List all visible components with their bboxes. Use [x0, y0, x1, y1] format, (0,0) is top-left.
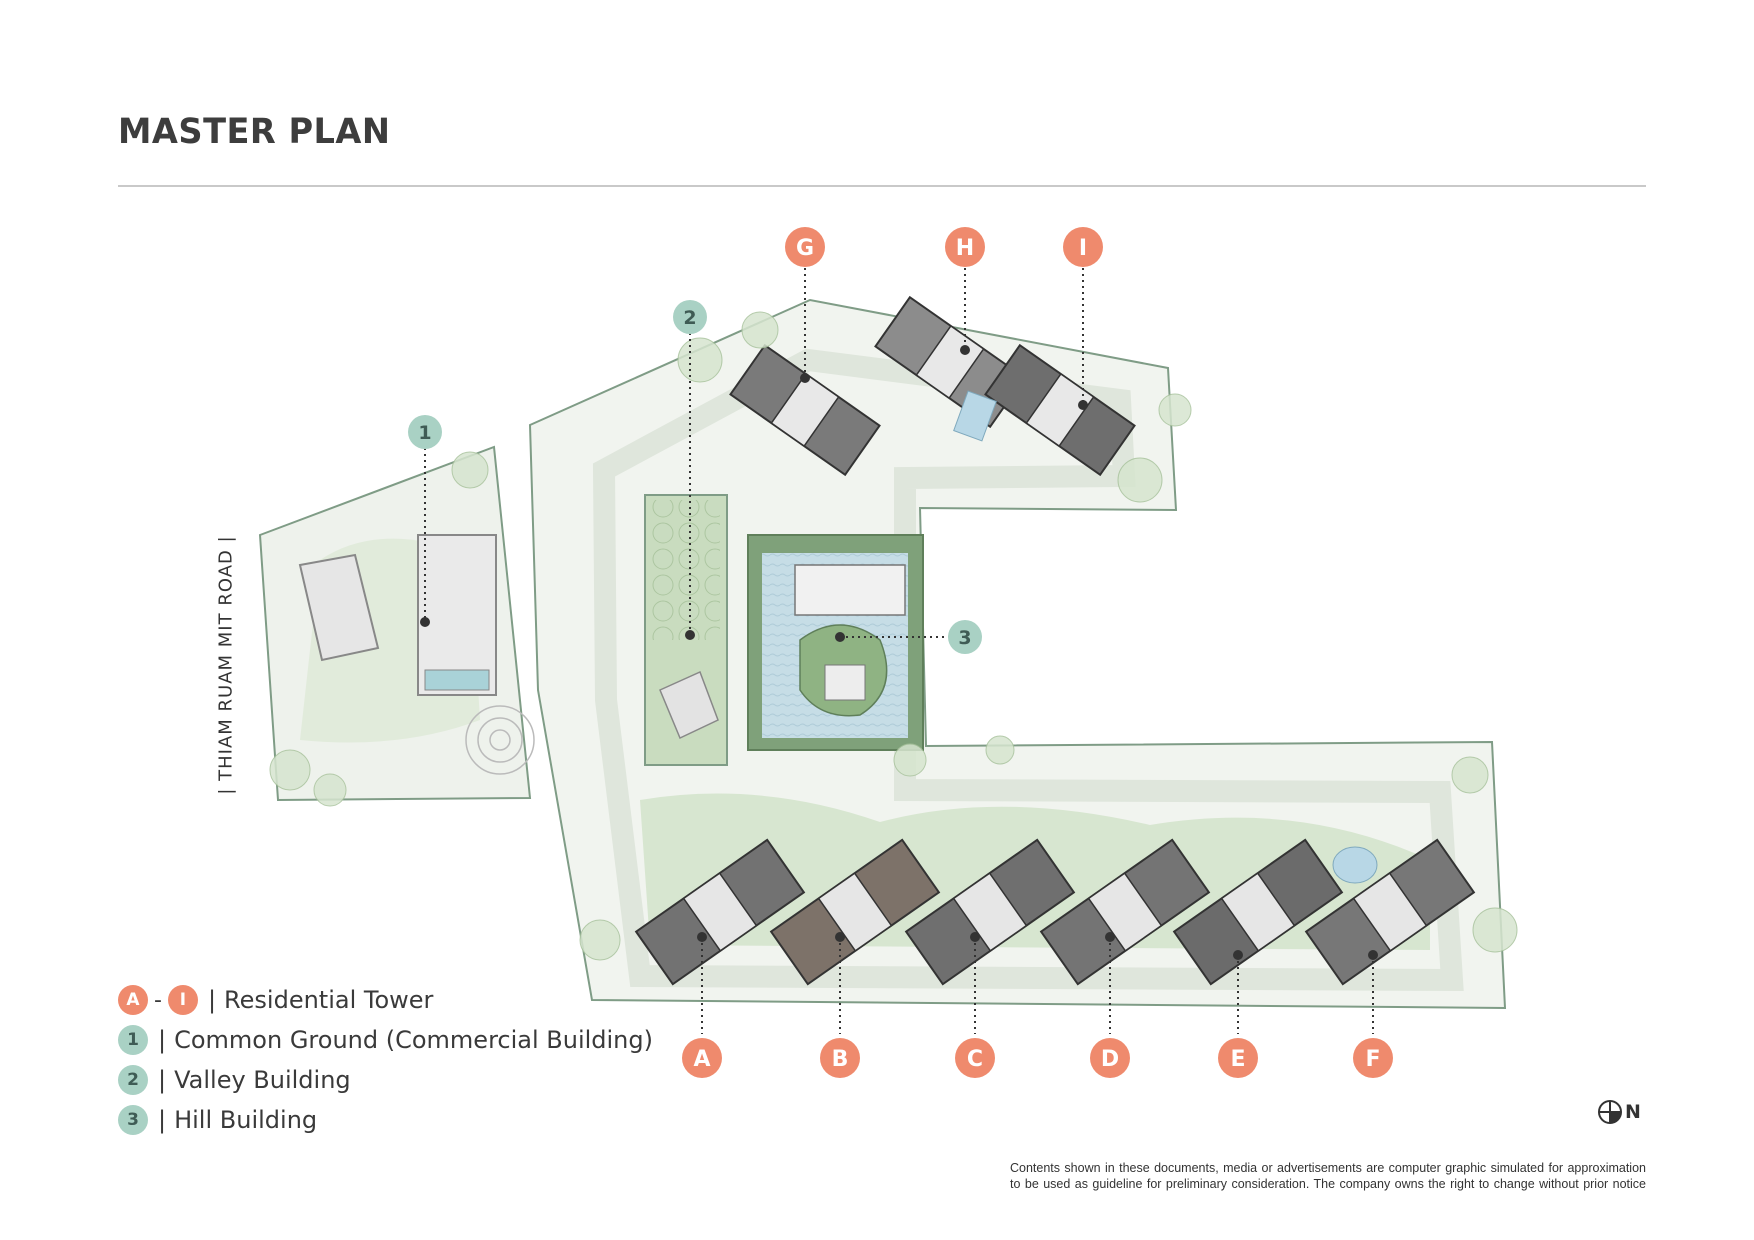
legend-row-valley: 2 | Valley Building	[118, 1060, 653, 1100]
legend-label: Hill Building	[174, 1106, 318, 1134]
building-badge-2[interactable]: 2	[673, 300, 707, 334]
tower-E	[1172, 838, 1344, 986]
compass-icon	[1598, 1100, 1622, 1124]
svg-text:H: H	[956, 236, 974, 261]
compass-label: N	[1625, 1101, 1641, 1123]
legend-badge-to: I	[167, 985, 198, 1015]
legend-separator: |	[158, 1066, 167, 1094]
pool-tower-H	[953, 390, 997, 442]
legend-label: Residential Tower	[224, 986, 434, 1014]
page-title: MASTER PLAN	[118, 112, 391, 152]
tower-badge-E[interactable]: E	[1218, 1038, 1258, 1078]
disclaimer-line: to be used as guideline for preliminary …	[1010, 1177, 1646, 1191]
legend-badge: 2	[118, 1065, 148, 1095]
tower-G	[729, 343, 881, 477]
anchor-H	[960, 345, 970, 355]
legend-label: Valley Building	[174, 1066, 351, 1094]
anchor-G	[800, 373, 810, 383]
tower-A	[634, 838, 806, 986]
tower-C	[904, 838, 1076, 986]
legend-badge: 3	[118, 1105, 148, 1135]
tower-I	[984, 343, 1136, 477]
svg-text:2: 2	[683, 307, 696, 329]
pool-tower-F	[1332, 846, 1378, 884]
legend-row-hill: 3 | Hill Building	[118, 1100, 653, 1140]
tower-badge-A[interactable]: A	[682, 1038, 722, 1078]
tower-badge-H[interactable]: H	[945, 227, 985, 267]
tower-badge-D[interactable]: D	[1090, 1038, 1130, 1078]
building-badge-1[interactable]: 1	[408, 415, 442, 449]
tower-B	[769, 838, 941, 986]
building-badge-3[interactable]: 3	[948, 620, 982, 654]
svg-text:G: G	[796, 236, 814, 261]
anchor-3	[835, 632, 845, 642]
legend-separator: |	[158, 1106, 167, 1134]
tower-badge-G[interactable]: G	[785, 227, 825, 267]
legend-row-common-ground: 1 | Common Ground (Commercial Building)	[118, 1020, 653, 1060]
svg-text:1: 1	[418, 422, 431, 444]
tree-canopy	[269, 311, 1518, 961]
legend-note: (Commercial Building)	[385, 1026, 653, 1054]
disclaimer: Contents shown in these documents, media…	[1010, 1160, 1646, 1192]
anchor-B	[835, 932, 845, 942]
anchor-D	[1105, 932, 1115, 942]
road-label-text: | THIAM RUAM MIT ROAD |	[215, 535, 237, 795]
legend: A - I | Residential Tower 1 | Common Gro…	[118, 980, 653, 1140]
legend-badge: 1	[118, 1025, 148, 1055]
road-label: | THIAM RUAM MIT ROAD |	[208, 535, 244, 794]
tower-badge-B[interactable]: B	[820, 1038, 860, 1078]
building-1-common-ground	[298, 534, 535, 775]
svg-text:A: A	[693, 1047, 710, 1072]
legend-label: Common Ground	[174, 1026, 379, 1054]
svg-text:C: C	[967, 1047, 983, 1072]
building-3-hill	[747, 534, 924, 751]
svg-text:F: F	[1365, 1047, 1380, 1072]
svg-text:I: I	[1079, 236, 1087, 261]
svg-text:D: D	[1101, 1047, 1119, 1072]
legend-dash: -	[154, 987, 162, 1013]
tower-badge-I[interactable]: I	[1063, 227, 1103, 267]
tower-badge-C[interactable]: C	[955, 1038, 995, 1078]
anchor-2	[685, 630, 695, 640]
svg-text:B: B	[832, 1047, 849, 1072]
svg-text:E: E	[1230, 1047, 1245, 1072]
anchor-F	[1368, 950, 1378, 960]
legend-separator: |	[158, 1026, 167, 1054]
title-divider	[118, 185, 1646, 187]
legend-row-residential: A - I | Residential Tower	[118, 980, 653, 1020]
legend-separator: |	[207, 986, 217, 1014]
anchor-A	[697, 932, 707, 942]
svg-text:3: 3	[958, 627, 971, 649]
tower-D	[1039, 838, 1211, 986]
disclaimer-line: Contents shown in these documents, media…	[1010, 1161, 1646, 1175]
tower-F	[1304, 838, 1476, 986]
anchor-I	[1078, 400, 1088, 410]
anchor-C	[970, 932, 980, 942]
tower-badge-F[interactable]: F	[1353, 1038, 1393, 1078]
anchor-1	[420, 617, 430, 627]
north-compass: N	[1596, 1098, 1641, 1126]
legend-badge-from: A	[118, 985, 148, 1015]
building-2-valley	[650, 500, 720, 740]
anchor-E	[1233, 950, 1243, 960]
